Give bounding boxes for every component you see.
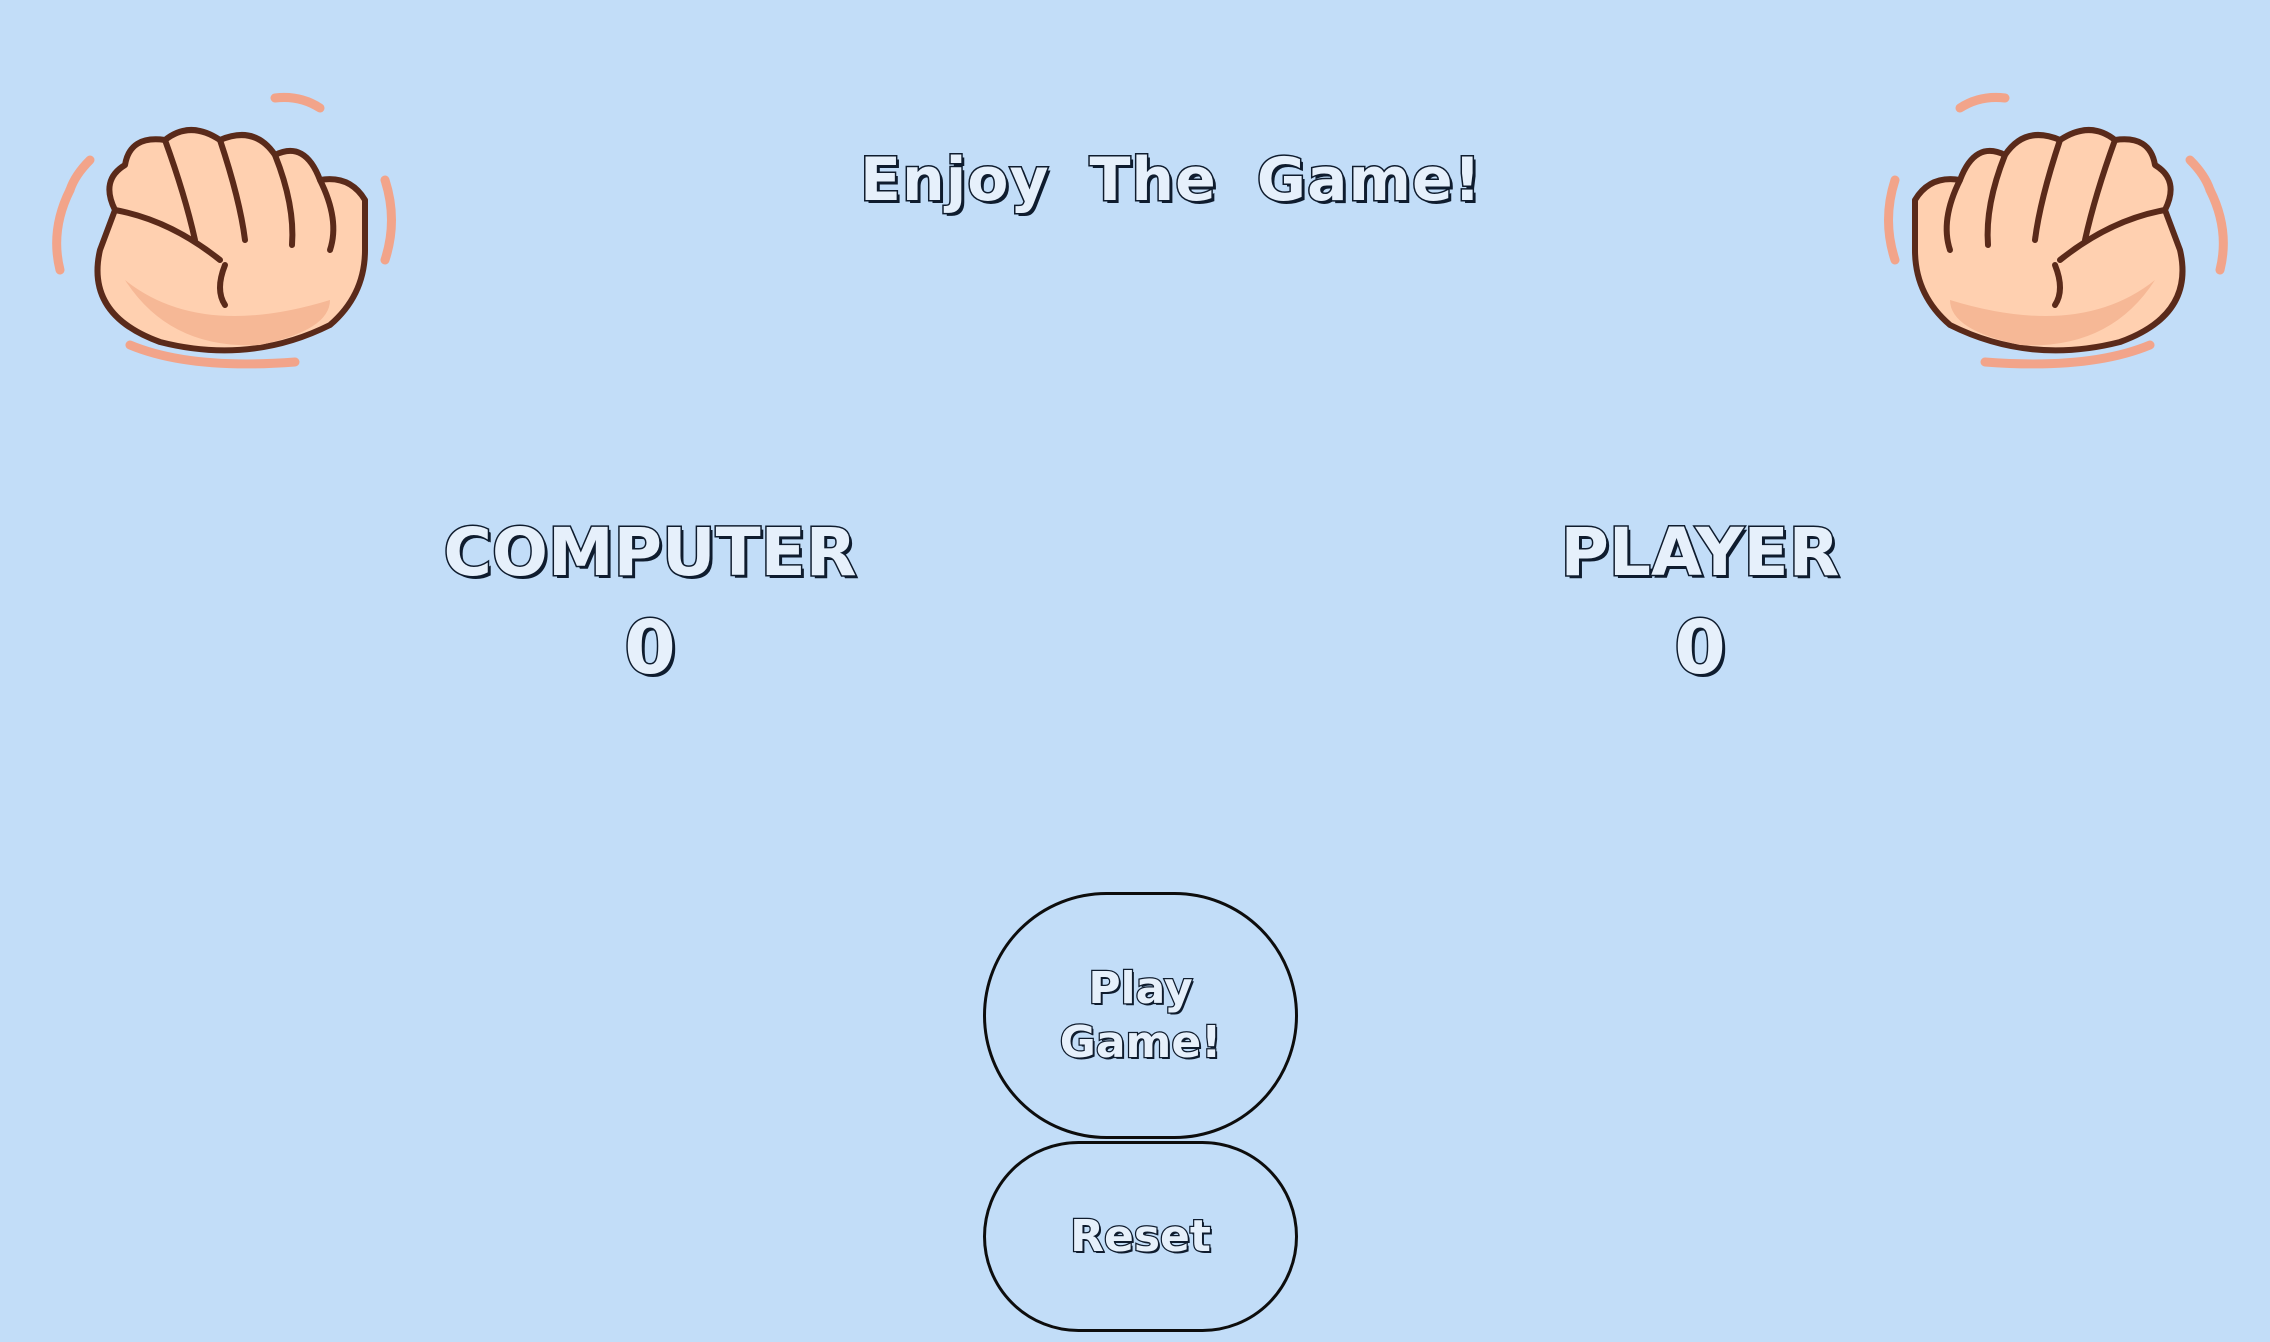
computer-label: COMPUTER [442,513,858,593]
player-score: 0 [1673,604,1728,693]
page-title: Enjoy The Game! [859,144,1483,217]
play-game-button[interactable]: Play Game! [983,892,1298,1139]
reset-label: Reset [1069,1209,1212,1263]
player-label: PLAYER [1559,513,1841,593]
rock-fist-icon [1884,93,2228,369]
player-scoreboard: PLAYER 0 [1500,510,1900,700]
play-game-label: Play Game! [1058,961,1222,1069]
computer-score: 0 [623,604,678,693]
computer-scoreboard: COMPUTER 0 [420,510,880,700]
rock-fist-icon [52,93,396,369]
reset-button[interactable]: Reset [983,1141,1298,1332]
